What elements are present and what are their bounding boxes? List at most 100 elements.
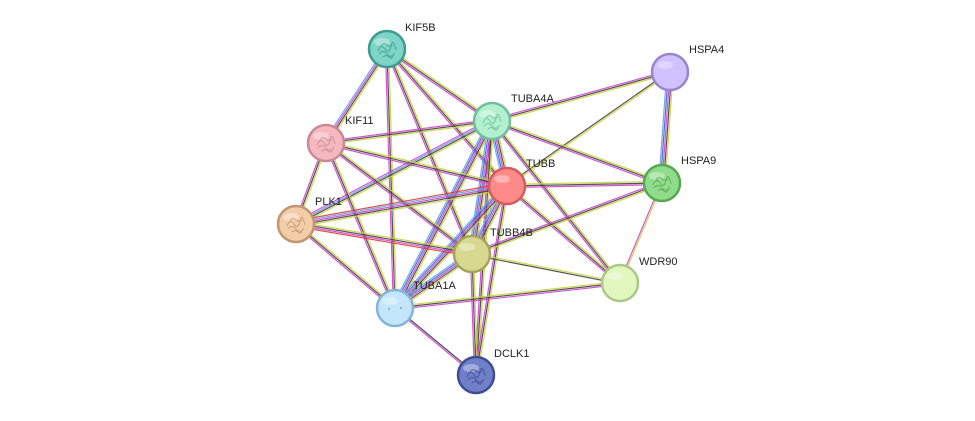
edge-tubb4b-dclk1 [469, 253, 479, 376]
node-highlight [494, 175, 510, 183]
node-circle[interactable] [650, 52, 690, 92]
edge-evidence-line [394, 185, 508, 309]
edge-evidence-line [393, 119, 492, 308]
node-circle[interactable] [367, 29, 407, 69]
edge-tubb-wdr90 [505, 184, 622, 285]
edge-evidence-line [325, 142, 473, 255]
edge-evidence-line [294, 224, 395, 310]
edge-evidence-line [326, 141, 474, 254]
node-circle[interactable] [642, 163, 682, 203]
edge-evidence-line [323, 143, 395, 309]
edge-evidence-line [468, 120, 490, 254]
edge-evidence-line [385, 49, 492, 123]
edge-evidence-line [296, 222, 473, 254]
edge-kif11-tuba1a [323, 142, 398, 309]
node-tuba1a[interactable]: TUBA1A [375, 280, 456, 328]
node-circle[interactable] [600, 263, 640, 303]
edge-evidence-line [295, 183, 507, 224]
node-kif11[interactable]: KIF11 [306, 115, 374, 163]
edge-tuba4a-kif11 [325, 118, 493, 146]
node-kif5b[interactable]: KIF5B [367, 22, 436, 69]
edge-tuba4a-hspa9 [491, 118, 663, 186]
edge-evidence-line [325, 118, 492, 143]
edge-evidence-line [386, 48, 396, 309]
node-highlight [382, 297, 398, 305]
edge-kif5b-tuba4a [385, 47, 494, 123]
node-label: WDR90 [639, 256, 678, 268]
edge-evidence-line [393, 184, 507, 308]
edge-evidence-line [506, 70, 670, 186]
protein-structure-icon [466, 367, 486, 385]
edge-evidence-line [394, 282, 621, 309]
edge-evidence-line [505, 186, 620, 285]
edge-evidence-line [491, 120, 663, 184]
edge-plk1-tuba1a [294, 222, 397, 310]
edge-evidence-line [387, 47, 494, 121]
edge-evidence-line [294, 118, 492, 223]
edge-evidence-line [326, 142, 398, 308]
node-circle[interactable] [452, 234, 492, 274]
node-circle[interactable] [456, 355, 496, 395]
edge-evidence-line [386, 48, 493, 122]
node-circle[interactable] [276, 204, 316, 244]
node-circle[interactable] [375, 288, 415, 328]
edge-evidence-line [506, 182, 663, 187]
edge-hspa4-tubb [506, 70, 671, 188]
edge-evidence-line [326, 121, 493, 146]
edge-evidence-line [392, 183, 506, 307]
node-highlight [607, 272, 623, 280]
edge-evidence-line [296, 188, 508, 228]
node-dclk1[interactable]: DCLK1 [456, 348, 529, 395]
edge-tubb4b-wdr90 [471, 252, 621, 285]
edge-evidence-line [325, 142, 508, 187]
edge-evidence-line [295, 223, 396, 309]
node-label: KIF5B [405, 22, 436, 34]
edge-evidence-line [491, 121, 662, 186]
edge-evidence-line [295, 225, 472, 257]
edge-tuba4a-plk1 [294, 118, 494, 227]
edge-evidence-line [395, 121, 494, 310]
edge-evidence-line [471, 182, 663, 255]
node-hspa4[interactable]: HSPA4 [650, 44, 724, 92]
edge-evidence-line [326, 140, 508, 186]
edge-evidence-line [295, 182, 507, 222]
edge-evidence-line [324, 143, 472, 256]
edge-tuba4a-tuba1a [391, 119, 496, 310]
edge-evidence-line [492, 119, 622, 283]
edge-evidence-line [295, 224, 472, 256]
edge-evidence-line [471, 253, 477, 376]
edge-evidence-line [388, 48, 398, 308]
node-tuba4a[interactable]: TUBA4A [472, 93, 554, 141]
edge-evidence-line [492, 72, 671, 124]
edge-hspa4-tuba4a [491, 69, 671, 124]
node-circle[interactable] [472, 101, 512, 141]
dots-icon [388, 307, 402, 310]
node-circle[interactable] [487, 166, 527, 206]
protein-structure-icon [316, 135, 336, 153]
edge-tuba4a-wdr90 [490, 119, 622, 285]
edge-evidence-line [296, 122, 494, 227]
edge-tubb-hspa9 [506, 180, 663, 189]
node-tubb4b[interactable]: TUBB4B [452, 227, 533, 274]
node-label: PLK1 [315, 196, 342, 208]
node-label: HSPA9 [681, 155, 716, 167]
edge-evidence-line [384, 49, 394, 309]
node-wdr90[interactable]: WDR90 [600, 256, 678, 303]
edge-evidence-line [296, 186, 508, 227]
node-hspa9[interactable]: HSPA9 [642, 155, 716, 203]
edge-tuba1a-wdr90 [394, 280, 621, 311]
edge-evidence-line [476, 186, 510, 376]
node-highlight [657, 61, 673, 69]
node-circle[interactable] [306, 123, 346, 163]
edge-evidence-line [296, 221, 473, 253]
edge-evidence-line [473, 185, 507, 375]
node-tubb[interactable]: TUBB [487, 158, 555, 206]
node-label: TUBB [526, 158, 555, 170]
edge-evidence-line [325, 142, 396, 309]
edge-evidence-line [506, 185, 621, 284]
node-plk1[interactable]: PLK1 [276, 196, 342, 244]
node-label: TUBB4B [490, 227, 533, 239]
edge-evidence-line [475, 185, 508, 376]
